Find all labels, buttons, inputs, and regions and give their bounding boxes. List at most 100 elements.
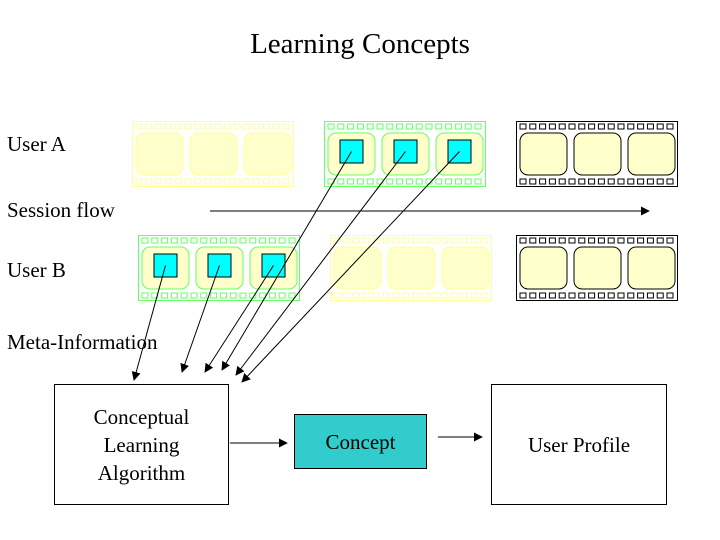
sprocket-hole — [219, 292, 227, 299]
sprocket-hole — [200, 292, 208, 299]
sprocket-hole — [588, 237, 596, 244]
sprocket-hole — [382, 292, 390, 299]
film-frame — [627, 132, 676, 176]
sprocket-hole — [213, 178, 221, 185]
sprocket-hole — [362, 237, 370, 244]
sprocket-hole — [210, 237, 218, 244]
sprocket-hole — [386, 178, 394, 185]
sprocket-hole — [180, 237, 188, 244]
film-strip-user-b-2 — [330, 235, 492, 301]
film-frame — [333, 246, 382, 290]
sprocket-hole — [141, 237, 149, 244]
sprocket-hole — [558, 123, 566, 130]
sprocket-hole — [190, 292, 198, 299]
sprocket-hole — [539, 292, 547, 299]
sprocket-hole — [396, 123, 404, 130]
sprocket-hole — [539, 237, 547, 244]
sprocket-hole — [548, 237, 556, 244]
sprocket-hole — [135, 178, 143, 185]
sprocket-hole — [141, 292, 149, 299]
sprocket-hole — [558, 178, 566, 185]
sprocket-hole — [431, 237, 439, 244]
sprocket-hole — [578, 178, 586, 185]
sprocket-hole — [337, 123, 345, 130]
sprocket-hole — [519, 237, 527, 244]
sprocket-hole — [356, 178, 364, 185]
sprocket-hole — [174, 178, 182, 185]
sprocket-hole — [411, 237, 419, 244]
sprocket-hole — [588, 178, 596, 185]
sprocket-hole — [200, 237, 208, 244]
sprocket-hole — [229, 237, 237, 244]
sprocket-hole — [646, 292, 654, 299]
sprocket-hole — [223, 123, 231, 130]
sprocket-hole — [656, 237, 664, 244]
sprocket-hole — [548, 292, 556, 299]
sprocket-hole — [666, 292, 674, 299]
sprocket-hole — [464, 123, 472, 130]
meta-arrow — [131, 265, 166, 381]
sprocket-hole — [666, 123, 674, 130]
sprocket-hole — [617, 292, 625, 299]
concept-label: Concept — [325, 429, 396, 454]
user-profile-box: User Profile — [491, 384, 667, 505]
sprocket-hole — [529, 178, 537, 185]
sprocket-hole — [170, 237, 178, 244]
sprocket-hole — [392, 237, 400, 244]
sprocket-hole — [666, 237, 674, 244]
sprocket-hole — [454, 178, 462, 185]
sprocket-hole — [597, 123, 605, 130]
film-frame — [627, 246, 676, 290]
sprocket-hole — [529, 292, 537, 299]
sprocket-hole — [392, 292, 400, 299]
sprocket-hole — [607, 292, 615, 299]
sprocket-hole — [262, 178, 270, 185]
sprocket-hole — [470, 292, 478, 299]
film-strip-user-a-1 — [132, 121, 294, 187]
sprocket-hole — [435, 178, 443, 185]
sprocket-hole — [161, 292, 169, 299]
sprocket-hole — [627, 292, 635, 299]
sprocket-hole — [627, 178, 635, 185]
sprocket-hole — [278, 237, 286, 244]
sprocket-hole — [435, 123, 443, 130]
sprocket-hole — [210, 292, 218, 299]
sprocket-hole — [558, 292, 566, 299]
sprocket-hole — [347, 123, 355, 130]
sprocket-hole — [343, 292, 351, 299]
sprocket-hole — [451, 237, 459, 244]
sprocket-hole — [597, 237, 605, 244]
sprocket-hole — [539, 178, 547, 185]
sprocket-hole — [180, 292, 188, 299]
sprocket-hole — [282, 123, 290, 130]
sprocket-hole — [597, 292, 605, 299]
sprocket-hole — [184, 123, 192, 130]
sprocket-hole — [223, 178, 231, 185]
sprocket-hole — [588, 123, 596, 130]
sprocket-hole — [445, 123, 453, 130]
sprocket-hole — [347, 178, 355, 185]
sprocket-hole — [425, 123, 433, 130]
sprocket-hole — [288, 237, 296, 244]
sprocket-hole — [411, 292, 419, 299]
sprocket-hole — [627, 123, 635, 130]
sprocket-hole — [194, 123, 202, 130]
sprocket-hole — [646, 178, 654, 185]
slide-title: Learning Concepts — [250, 28, 470, 60]
sprocket-hole — [272, 123, 280, 130]
sprocket-hole — [431, 292, 439, 299]
sprocket-hole — [666, 178, 674, 185]
sprocket-hole — [656, 178, 664, 185]
sprocket-hole — [415, 123, 423, 130]
sprocket-hole — [637, 123, 645, 130]
sprocket-hole — [656, 123, 664, 130]
sprocket-hole — [170, 292, 178, 299]
sprocket-hole — [164, 123, 172, 130]
film-strip-user-a-2 — [324, 121, 486, 187]
meta-arrow — [235, 151, 406, 376]
sprocket-hole — [415, 178, 423, 185]
sprocket-hole — [327, 123, 335, 130]
film-frame — [519, 132, 568, 176]
algorithm-label: Conceptual Learning Algorithm — [93, 404, 190, 485]
